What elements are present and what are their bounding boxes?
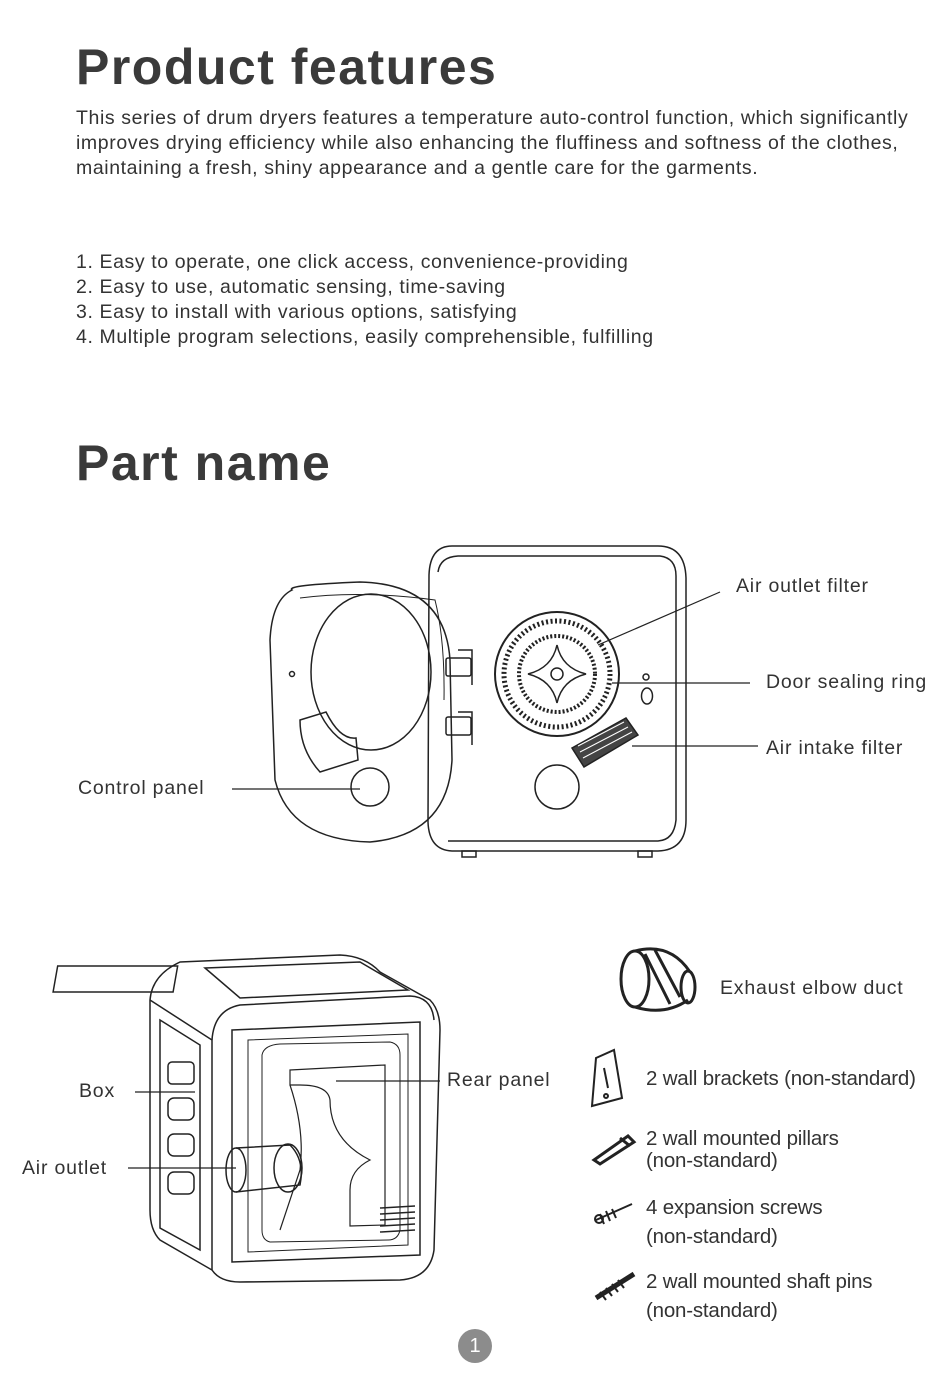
elbow-duct-icon xyxy=(619,947,697,1012)
intro-paragraph: This series of drum dryers features a te… xyxy=(76,107,909,179)
wall-pillar-icon xyxy=(591,1134,637,1166)
feature-item: 1. Easy to operate, one click access, co… xyxy=(76,251,629,273)
feature-list: 1. Easy to operate, one click access, co… xyxy=(76,250,654,350)
accessory-wall-pillars: 2 wall mounted pillars (non-standard) xyxy=(646,1127,839,1173)
feature-item: 2. Easy to use, automatic sensing, time-… xyxy=(76,276,506,298)
label-box: Box xyxy=(79,1080,116,1102)
wall-bracket-icon xyxy=(590,1048,624,1108)
page-number-badge: 1 xyxy=(458,1329,492,1363)
accessory-shaft-pins-line2: (non-standard) xyxy=(646,1299,778,1322)
label-air-outlet: Air outlet xyxy=(22,1157,107,1179)
label-air-intake-filter: Air intake filter xyxy=(766,737,904,759)
accessory-wall-pillars-line1: 2 wall mounted pillars xyxy=(646,1127,839,1150)
accessory-expansion-screws-line2: (non-standard) xyxy=(646,1225,778,1248)
accessory-shaft-pins: 2 wall mounted shaft pins (non-standard) xyxy=(646,1270,873,1323)
feature-item: 4. Multiple program selections, easily c… xyxy=(76,326,654,348)
label-rear-panel: Rear panel xyxy=(447,1069,551,1091)
expansion-screw-icon xyxy=(594,1203,633,1225)
dryer-front-illustration xyxy=(232,545,758,858)
label-door-sealing-ring: Door sealing ring xyxy=(766,671,928,693)
dryer-rear-illustration xyxy=(52,954,441,1283)
accessory-wall-pillars-line2: (non-standard) xyxy=(646,1149,778,1172)
accessory-elbow-duct: Exhaust elbow duct xyxy=(720,977,904,999)
label-control-panel: Control panel xyxy=(78,777,205,799)
section-title-part-name: Part name xyxy=(76,435,332,491)
label-air-outlet-filter: Air outlet filter xyxy=(736,575,869,597)
shaft-pin-icon xyxy=(594,1271,636,1301)
feature-item: 3. Easy to install with various options,… xyxy=(76,301,518,323)
accessory-expansion-screws: 4 expansion screws (non-standard) xyxy=(646,1196,823,1249)
accessory-wall-brackets: 2 wall brackets (non-standard) xyxy=(646,1067,916,1090)
accessory-expansion-screws-line1: 4 expansion screws xyxy=(646,1196,823,1219)
section-title-product-features: Product features xyxy=(76,39,498,95)
accessory-shaft-pins-line1: 2 wall mounted shaft pins xyxy=(646,1270,873,1293)
